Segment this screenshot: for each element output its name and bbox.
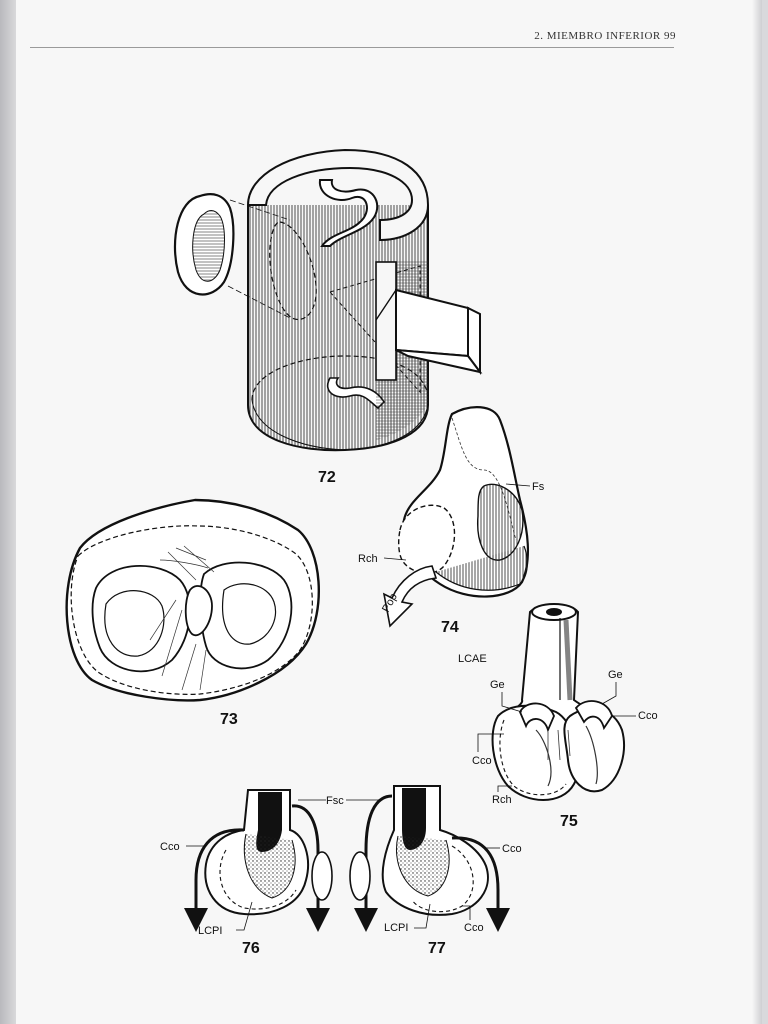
- figure-72-capsule-cylinder: 72: [173, 148, 483, 486]
- figure-75-number: 75: [560, 813, 578, 830]
- figure-76-frontal-section: Cco LCPI 76: [160, 789, 333, 957]
- label-lcpi-77: LCPI: [384, 922, 408, 934]
- label-fsc: Fsc: [326, 795, 344, 807]
- label-cco-left-75: Cco: [472, 755, 492, 767]
- figure-75-posterior-femur: LCAE Ge Ge Cco Cco Rch 75: [458, 603, 658, 830]
- label-fs: Fs: [532, 481, 545, 493]
- label-rch-75: Rch: [492, 794, 512, 806]
- figure-77-frontal-section: Fsc Cco LCPI Cco 77: [298, 785, 522, 957]
- figure-73-number: 73: [220, 711, 238, 728]
- figure-77-number: 77: [428, 940, 446, 957]
- label-rch-74: Rch: [358, 553, 378, 565]
- label-ge-left: Ge: [490, 679, 505, 691]
- running-header: 2. MIEMBRO INFERIOR 99: [534, 30, 676, 42]
- figure-74-distal-femur: Pop Fs Rch 74: [358, 406, 545, 636]
- figure-76-number: 76: [242, 940, 260, 957]
- label-lcae: LCAE: [458, 653, 487, 665]
- header-rule: [30, 47, 674, 48]
- page-edge-right: [752, 0, 762, 1024]
- patella-shape: [173, 193, 235, 296]
- figure-74-number: 74: [441, 619, 459, 636]
- label-cco-right-77: Cco: [502, 843, 522, 855]
- label-lcpi-76: LCPI: [198, 925, 222, 937]
- label-cco-76: Cco: [160, 841, 180, 853]
- figure-72-number: 72: [318, 469, 336, 486]
- figure-73-tibial-plateau: 73: [65, 498, 320, 728]
- label-cco-bottom-77: Cco: [464, 922, 484, 934]
- label-ge-right: Ge: [608, 669, 623, 681]
- label-cco-right-75: Cco: [638, 710, 658, 722]
